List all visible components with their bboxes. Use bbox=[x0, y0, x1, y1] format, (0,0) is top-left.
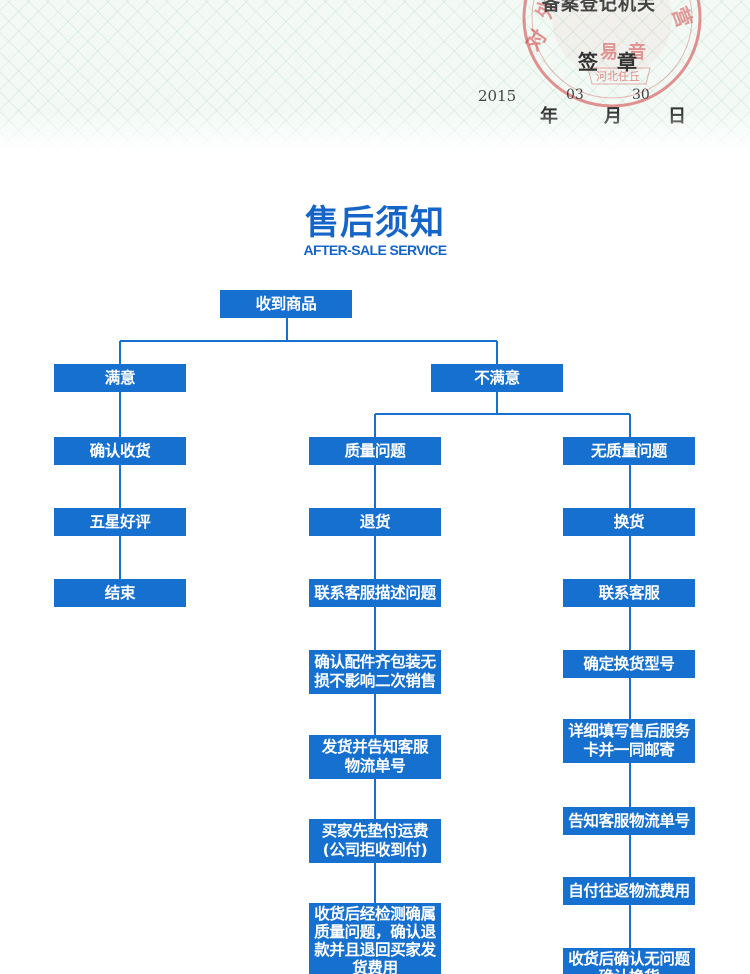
node-quality-step-5: 买家先垫付运费 (公司拒收到付) bbox=[309, 819, 441, 863]
node-quality-issue: 质量问题 bbox=[309, 437, 441, 465]
certificate-fade bbox=[0, 112, 750, 152]
node-quality-step-6: 收货后经检测确属 质量问题，确认退 款并且退回买家发 货费用 bbox=[309, 903, 441, 974]
date-month: 03 bbox=[566, 87, 584, 103]
page-title: 售后须知 bbox=[305, 203, 445, 243]
node-root: 收到商品 bbox=[220, 290, 352, 318]
stamp-region-text: 河北任丘 bbox=[596, 70, 640, 83]
node-no-quality-step-2: 联系客服 bbox=[563, 579, 695, 607]
page-subtitle: AFTER-SALE SERVICE bbox=[303, 242, 448, 258]
node-quality-step-4: 发货并告知客服 物流单号 bbox=[309, 735, 441, 779]
stamp-seal-graphic: 对 外 营 易 音 河北任丘 bbox=[520, 0, 702, 108]
svg-text:音: 音 bbox=[628, 41, 646, 63]
node-unsatisfied: 不满意 bbox=[431, 364, 563, 392]
node-quality-step-2: 联系客服描述问题 bbox=[309, 579, 441, 607]
node-quality-step-1: 退货 bbox=[309, 508, 441, 536]
node-no-quality-step-3: 确定换货型号 bbox=[563, 650, 695, 678]
date-day: 30 bbox=[632, 87, 650, 103]
node-no-quality-step-7: 收货后确认无问题 确认换货 bbox=[563, 948, 695, 974]
node-satisfied-step-3: 结束 bbox=[54, 579, 186, 607]
node-quality-step-3: 确认配件齐包装无 损不影响二次销售 bbox=[309, 650, 441, 694]
node-satisfied-step-1: 确认收货 bbox=[54, 437, 186, 465]
date-year: 2015 bbox=[478, 87, 517, 105]
node-no-quality-step-4: 详细填写售后服务 卡并一同邮寄 bbox=[563, 719, 695, 763]
node-satisfied: 满意 bbox=[54, 364, 186, 392]
signature-label: 签 章 bbox=[578, 50, 643, 74]
svg-text:外: 外 bbox=[532, 0, 560, 21]
node-no-quality-issue: 无质量问题 bbox=[563, 437, 695, 465]
svg-text:易: 易 bbox=[600, 42, 618, 63]
node-satisfied-step-2: 五星好评 bbox=[54, 508, 186, 536]
node-no-quality-step-5: 告知客服物流单号 bbox=[563, 807, 695, 835]
node-no-quality-step-6: 自付往返物流费用 bbox=[563, 877, 695, 905]
certificate-strip: 对 外 营 易 音 河北任丘 备案登记机关 签 章 2015 03 30 年 月… bbox=[0, 0, 750, 152]
issuer-label: 备案登记机关 bbox=[542, 0, 656, 15]
node-no-quality-step-1: 换货 bbox=[563, 508, 695, 536]
